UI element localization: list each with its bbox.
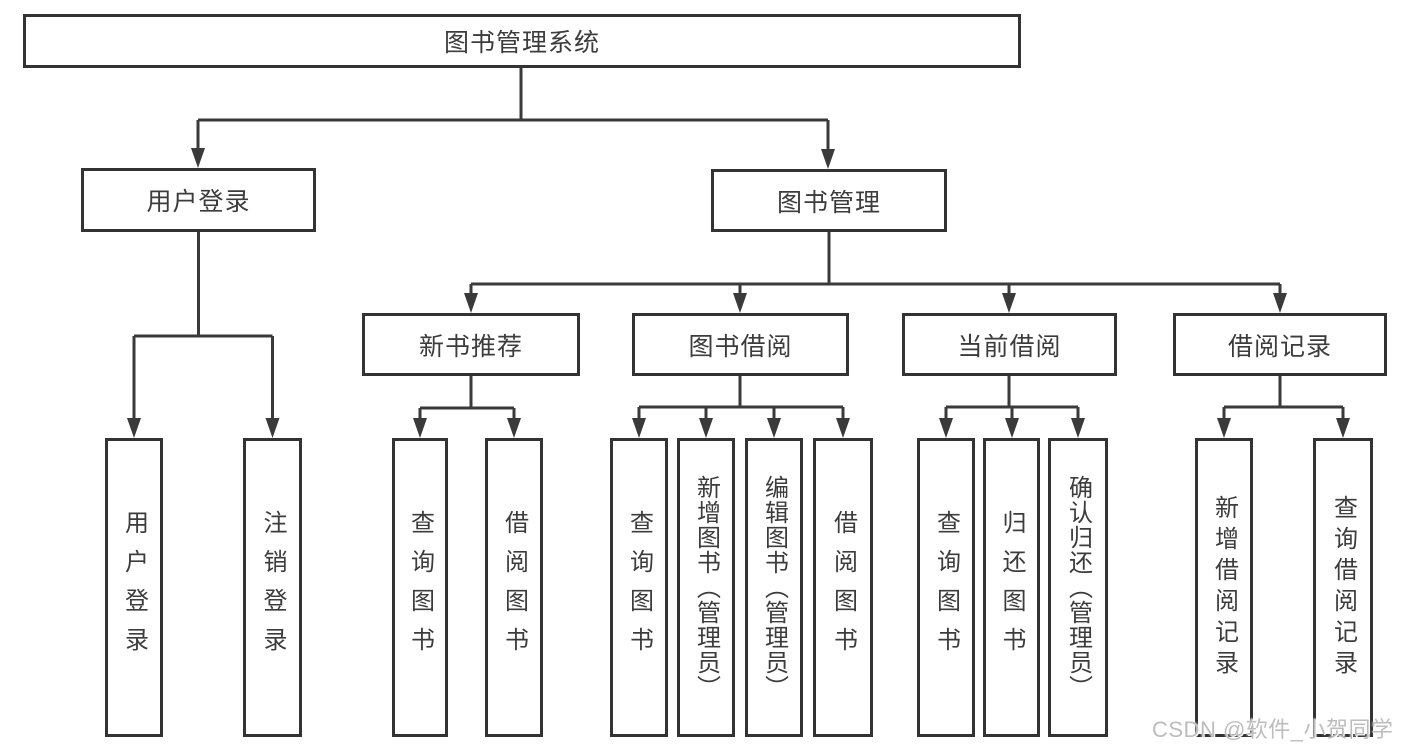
node-book-borrow: 图书借阅 [632,313,849,376]
node-borrow-records: 借阅记录 [1173,313,1387,376]
node-label: 编辑图书（管理员） [760,475,788,700]
node-user-login: 用户登录 [81,168,316,232]
node-root: 图书管理系统 [23,14,1021,68]
node-leaf-br-query: 查询借阅记录 [1313,438,1373,737]
node-label: 用户登录 [120,509,148,666]
node-label: 新增借阅记录 [1210,494,1238,681]
node-label: 查询图书 [932,509,960,666]
watermark: CSDN @软件_小贺同学 [1152,717,1394,742]
node-leaf-cb-return: 归还图书 [983,438,1040,737]
node-leaf-cb-query: 查询图书 [917,438,975,737]
node-leaf-bb-borrow: 借阅图书 [813,438,873,737]
node-leaf-bb-query: 查询图书 [610,438,668,737]
node-leaf-br-add: 新增借阅记录 [1195,438,1253,737]
node-leaf-nb-query: 查询图书 [392,438,448,737]
node-leaf-nb-borrow: 借阅图书 [485,438,543,737]
node-leaf-user-login: 用户登录 [105,438,163,737]
node-label: 确认归还（管理员） [1064,475,1092,700]
node-leaf-bb-edit: 编辑图书（管理员） [745,438,803,737]
node-leaf-cb-confirm: 确认归还（管理员） [1048,438,1108,737]
node-leaf-logout: 注销登录 [243,438,302,737]
node-label: 借阅图书 [829,509,857,666]
node-label: 查询借阅记录 [1329,494,1357,681]
node-current-borrow: 当前借阅 [902,313,1117,376]
node-book-mgmt: 图书管理 [711,169,947,232]
node-label: 借阅图书 [500,509,528,666]
node-label: 查询图书 [625,509,653,666]
node-label: 新增图书（管理员） [692,475,720,700]
node-leaf-bb-add: 新增图书（管理员） [677,438,735,737]
node-label: 归还图书 [998,509,1025,666]
node-new-books: 新书推荐 [362,313,580,376]
node-label: 查询图书 [406,509,434,666]
node-label: 注销登录 [259,509,286,666]
